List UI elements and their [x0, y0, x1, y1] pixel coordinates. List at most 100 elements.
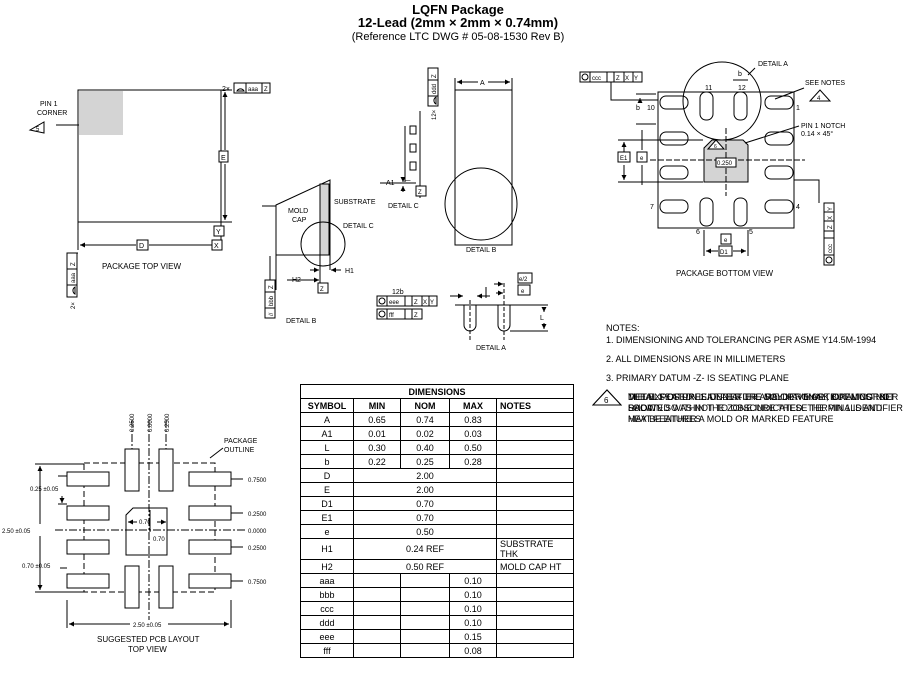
svg-text:MOLD: MOLD	[288, 208, 308, 215]
svg-text:Z: Z	[418, 190, 422, 196]
svg-text:2×: 2×	[71, 302, 77, 309]
svg-text:DETAIL C: DETAIL C	[343, 223, 374, 230]
svg-text:Z: Z	[432, 74, 438, 78]
svg-text:Y: Y	[634, 76, 638, 82]
svg-text:E1: E1	[620, 156, 628, 162]
svg-text:Z: Z	[414, 313, 418, 319]
svg-text:CORNER: CORNER	[37, 110, 67, 117]
detail-b-side-view: MOLD CAP SUBSTRATE DETAIL C H2 H1 Z // b…	[262, 179, 376, 325]
svg-text:fff: fff	[389, 313, 394, 319]
svg-text:Z: Z	[269, 285, 275, 289]
svg-text:Y: Y	[216, 229, 221, 236]
svg-text:L: L	[540, 315, 544, 322]
svg-text:5: 5	[36, 127, 40, 133]
note-2: 2. ALL DIMENSIONS ARE IN MILLIMETERS	[606, 354, 786, 364]
svg-text:Z: Z	[264, 87, 268, 93]
page-subtitle: 12-Lead (2mm × 2mm × 0.74mm)	[357, 15, 559, 30]
pin1-zone	[79, 91, 123, 135]
svg-text:5: 5	[749, 229, 753, 236]
svg-text:6: 6	[604, 396, 609, 405]
svg-text:X: X	[625, 76, 629, 82]
svg-text:A1: A1	[386, 180, 395, 187]
detail-b-caption-2: DETAIL B	[466, 247, 497, 254]
top-view-caption: PACKAGE TOP VIEW	[102, 262, 181, 271]
svg-text:PIN 1 NOTCH: PIN 1 NOTCH	[801, 123, 845, 130]
svg-text:10: 10	[647, 105, 655, 112]
detail-a-caption: DETAIL A	[476, 345, 506, 352]
svg-text:e: e	[521, 289, 525, 295]
svg-text:b: b	[738, 71, 742, 78]
svg-text:0.25 ±0.05: 0.25 ±0.05	[30, 487, 59, 493]
svg-text:2.50 ±0.05: 2.50 ±0.05	[133, 623, 162, 629]
package-bottom-view: 0.250 6 11 12 1 4 5 6 7 10 b b DETAIL A …	[579, 61, 845, 278]
svg-text:Z: Z	[616, 76, 620, 82]
pcb-layout-view: PACKAGE OUTLINE 0.7500	[2, 413, 267, 654]
svg-text:6: 6	[696, 229, 700, 236]
svg-text:SEE NOTES: SEE NOTES	[805, 80, 845, 87]
svg-text:H2: H2	[292, 277, 301, 284]
svg-text:2×: 2×	[222, 86, 230, 93]
note-1: 1. DIMENSIONING AND TOLERANCING PER ASME…	[606, 335, 877, 345]
svg-text:4: 4	[796, 204, 800, 211]
svg-text:7: 7	[650, 204, 654, 211]
svg-text:D: D	[139, 243, 144, 250]
reference-drawing: (Reference LTC DWG # 05-08-1530 Rev B)	[351, 31, 565, 43]
svg-text:Z: Z	[828, 225, 834, 229]
svg-text:b: b	[636, 105, 640, 112]
svg-text:PACKAGE: PACKAGE	[224, 438, 258, 445]
note-6-triangle-icon: 6	[592, 389, 622, 406]
svg-text:ddd: ddd	[432, 84, 438, 94]
table-header-row: SYMBOL MIN NOM MAX NOTES	[300, 398, 574, 413]
svg-text:0.7500: 0.7500	[248, 580, 267, 586]
svg-text:0.2500: 0.2500	[130, 413, 136, 432]
svg-text://: //	[269, 312, 275, 316]
svg-text:A: A	[480, 80, 485, 87]
svg-text:Z: Z	[71, 262, 77, 266]
svg-text:0.14 × 45°: 0.14 × 45°	[801, 130, 833, 138]
package-top-view: PIN 1 CORNER 5 E D X Y 2×	[28, 82, 271, 309]
dimensions-title: DIMENSIONS	[300, 384, 574, 399]
notes-title: NOTES:	[606, 323, 640, 333]
detail-b-caption: DETAIL B	[286, 318, 317, 325]
svg-text:0.2500: 0.2500	[165, 413, 171, 432]
detail-a-view: eee Z X Y fff Z 12b e/2 e	[376, 272, 548, 352]
svg-text:12×: 12×	[432, 109, 438, 120]
notes-block: NOTES: 1. DIMENSIONING AND TOLERANCING P…	[592, 323, 906, 424]
detail-c-view: A1 ddd Z 12× Z DETAIL C	[380, 67, 439, 210]
svg-text:bbb: bbb	[269, 295, 275, 306]
svg-text:e: e	[640, 156, 644, 162]
detail-c-caption: DETAIL C	[388, 203, 419, 210]
svg-text:6: 6	[714, 144, 717, 150]
svg-text:12b: 12b	[392, 289, 404, 296]
svg-text:H1: H1	[345, 268, 354, 275]
svg-text:ccc: ccc	[828, 244, 834, 253]
svg-text:Y: Y	[828, 207, 834, 211]
svg-text:0.250: 0.250	[717, 161, 733, 167]
svg-text:Z: Z	[414, 300, 418, 306]
svg-text:SUBSTRATE: SUBSTRATE	[334, 199, 376, 206]
svg-text:4: 4	[817, 96, 821, 102]
svg-text:0.2500: 0.2500	[248, 546, 267, 552]
svg-text:0.0000: 0.0000	[248, 529, 267, 535]
svg-text:0.0000: 0.0000	[148, 413, 154, 432]
page-title: LQFN Package	[412, 2, 504, 17]
pcb-layout-caption: SUGGESTED PCB LAYOUT	[97, 635, 200, 644]
svg-text:1: 1	[796, 105, 800, 112]
svg-text:e: e	[724, 238, 728, 244]
